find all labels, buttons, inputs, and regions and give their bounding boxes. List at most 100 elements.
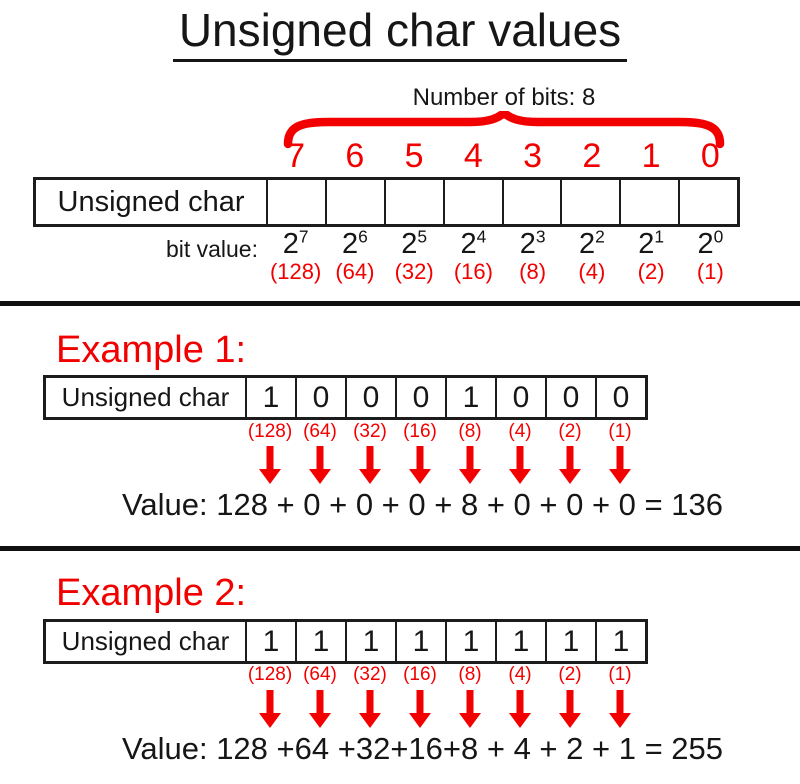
bit-cell: 1	[245, 378, 295, 417]
decimal-label: (8)	[519, 259, 547, 284]
down-arrow-icon	[459, 446, 481, 484]
down-arrow-icon	[359, 690, 381, 728]
unsigned-char-table-overview: Unsigned char	[33, 177, 740, 227]
bit-power-row: 27 26 25 24 23 22 21 20	[266, 228, 740, 261]
page-title: Unsigned char values	[172, 4, 628, 62]
arrow-cell	[395, 446, 445, 484]
decimal-label: (8)	[458, 421, 482, 442]
bit-index: 1	[641, 137, 661, 175]
decimal-label: (64)	[335, 259, 375, 284]
bit-cell: 1	[445, 378, 495, 417]
arrow-cell	[595, 690, 645, 728]
bit-value-label: bit value:	[165, 236, 258, 262]
down-arrow-icon	[609, 446, 631, 484]
bit-cell: 0	[595, 378, 645, 417]
bit-cell: 0	[545, 378, 595, 417]
bit-index-row: 7 6 5 4 3 2 1 0	[266, 137, 740, 175]
bit-cell-empty	[678, 180, 737, 224]
decimal-label: (32)	[353, 664, 387, 685]
bit-power: 26	[341, 226, 368, 260]
bit-cell: 0	[295, 378, 345, 417]
bit-cell: 0	[345, 378, 395, 417]
bit-cell: 1	[595, 622, 645, 661]
bit-cell: 1	[245, 622, 295, 661]
down-arrow-icon	[559, 690, 581, 728]
bit-power: 20	[697, 226, 724, 260]
title-wrap: Unsigned char values	[0, 4, 800, 62]
bit-power: 27	[282, 226, 309, 260]
decimal-label: (1)	[608, 664, 632, 685]
arrow-cell	[445, 690, 495, 728]
arrow-cell	[445, 446, 495, 484]
down-arrow-icon	[259, 446, 281, 484]
decimal-label: (1)	[696, 259, 724, 284]
bit-power: 22	[578, 226, 605, 260]
bit-cell: 1	[445, 622, 495, 661]
section-divider	[0, 301, 800, 306]
bit-cell: 1	[545, 622, 595, 661]
bit-cell: 1	[395, 622, 445, 661]
decimal-label-row-example1: (128) (64) (32) (16) (8) (4) (2) (1)	[245, 421, 645, 443]
bit-power: 24	[460, 226, 487, 260]
arrow-cell	[245, 690, 295, 728]
arrow-cell	[595, 446, 645, 484]
decimal-label: (16)	[403, 664, 437, 685]
bit-index: 2	[582, 137, 602, 175]
down-arrow-icon	[359, 446, 381, 484]
decimal-label: (128)	[247, 421, 293, 442]
bit-cell: 1	[345, 622, 395, 661]
bit-cell: 1	[295, 622, 345, 661]
decimal-label: (128)	[269, 259, 322, 284]
decimal-label: (1)	[608, 421, 632, 442]
down-arrow-icon	[559, 446, 581, 484]
decimal-label-row-overview: (128) (64) (32) (16) (8) (4) (2) (1)	[266, 259, 740, 285]
down-arrow-icon	[409, 446, 431, 484]
down-arrow-icon	[609, 690, 631, 728]
down-arrow-icon	[309, 690, 331, 728]
decimal-label: (16)	[453, 259, 493, 284]
unsigned-char-table-example2: Unsigned char 1 1 1 1 1 1 1 1	[43, 619, 648, 664]
bit-cell-empty	[266, 180, 325, 224]
bit-cell-empty	[442, 180, 502, 224]
decimal-label: (8)	[458, 664, 482, 685]
bit-index: 3	[523, 137, 543, 175]
bit-cell-empty	[560, 180, 619, 224]
arrow-cell	[395, 690, 445, 728]
row-label: Unsigned char	[57, 185, 245, 218]
row-label: Unsigned char	[61, 626, 230, 656]
bit-index: 6	[345, 137, 365, 175]
bit-index: 5	[404, 137, 424, 175]
decimal-label: (128)	[247, 664, 293, 685]
arrow-row-example2	[245, 690, 645, 728]
bit-cell-empty	[324, 180, 384, 224]
curly-brace-icon	[283, 111, 725, 149]
decimal-label: (2)	[558, 664, 582, 685]
down-arrow-icon	[409, 690, 431, 728]
down-arrow-icon	[509, 690, 531, 728]
decimal-label: (64)	[303, 421, 337, 442]
bit-cell: 0	[495, 378, 545, 417]
row-label: Unsigned char	[61, 382, 230, 412]
bit-power: 21	[638, 226, 665, 260]
decimal-label-row-example2: (128) (64) (32) (16) (8) (4) (2) (1)	[245, 664, 645, 686]
bit-cell: 1	[495, 622, 545, 661]
arrow-cell	[345, 690, 395, 728]
example1-heading: Example 1:	[56, 329, 247, 371]
bit-cell-empty	[501, 180, 561, 224]
bit-index: 7	[286, 137, 306, 175]
decimal-label: (32)	[394, 259, 434, 284]
decimal-label: (4)	[508, 421, 532, 442]
bit-cell-empty	[383, 180, 443, 224]
arrow-cell	[295, 446, 345, 484]
arrow-cell	[545, 690, 595, 728]
section-divider	[0, 546, 800, 551]
bit-power: 25	[401, 226, 428, 260]
decimal-label: (2)	[558, 421, 582, 442]
number-of-bits-caption: Number of bits: 8	[412, 84, 596, 111]
down-arrow-icon	[309, 446, 331, 484]
arrow-row-example1	[245, 446, 645, 484]
bit-cell: 0	[395, 378, 445, 417]
arrow-cell	[245, 446, 295, 484]
arrow-cell	[345, 446, 395, 484]
bit-cell-empty	[619, 180, 678, 224]
